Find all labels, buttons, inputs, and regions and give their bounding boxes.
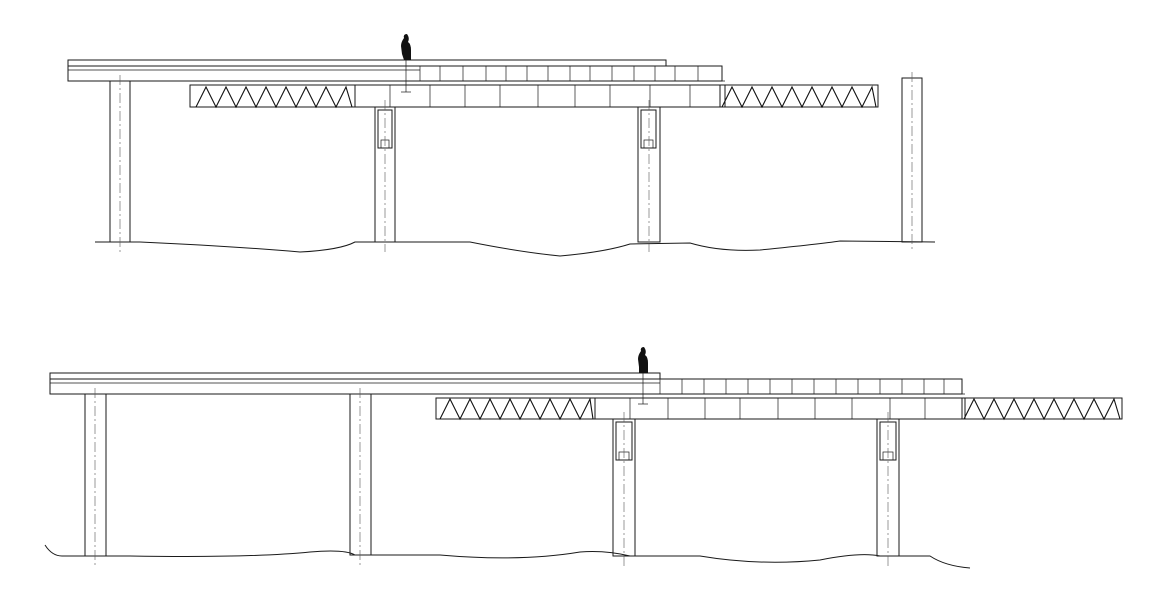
ground-line-2	[44, 544, 971, 569]
pier-2a	[84, 388, 107, 566]
truss-nose-right-2	[961, 397, 1123, 421]
pier-1a	[109, 75, 131, 252]
launching-girder-2	[594, 393, 966, 420]
deck-slab-2	[49, 372, 963, 395]
deck-segments-1	[419, 66, 699, 81]
stage-1-elevation	[67, 34, 936, 257]
ground-line-1	[95, 240, 936, 257]
stage-2-elevation	[44, 347, 1123, 569]
worker-silhouette-icon	[401, 34, 411, 93]
truss-nose-left-1	[189, 84, 356, 109]
deck-slab-1	[67, 59, 723, 82]
pier-2b	[349, 388, 372, 566]
pier-2d	[876, 412, 900, 566]
deck-segments-2	[659, 379, 945, 394]
launching-girder-1	[354, 80, 726, 108]
truss-nose-right-1	[719, 84, 879, 109]
pier-1c	[637, 100, 661, 252]
pier-1b	[374, 100, 396, 252]
worker-silhouette-icon	[638, 347, 648, 405]
truss-nose-left-2	[435, 397, 596, 421]
pier-1d	[901, 72, 923, 252]
pier-2c	[612, 412, 636, 566]
